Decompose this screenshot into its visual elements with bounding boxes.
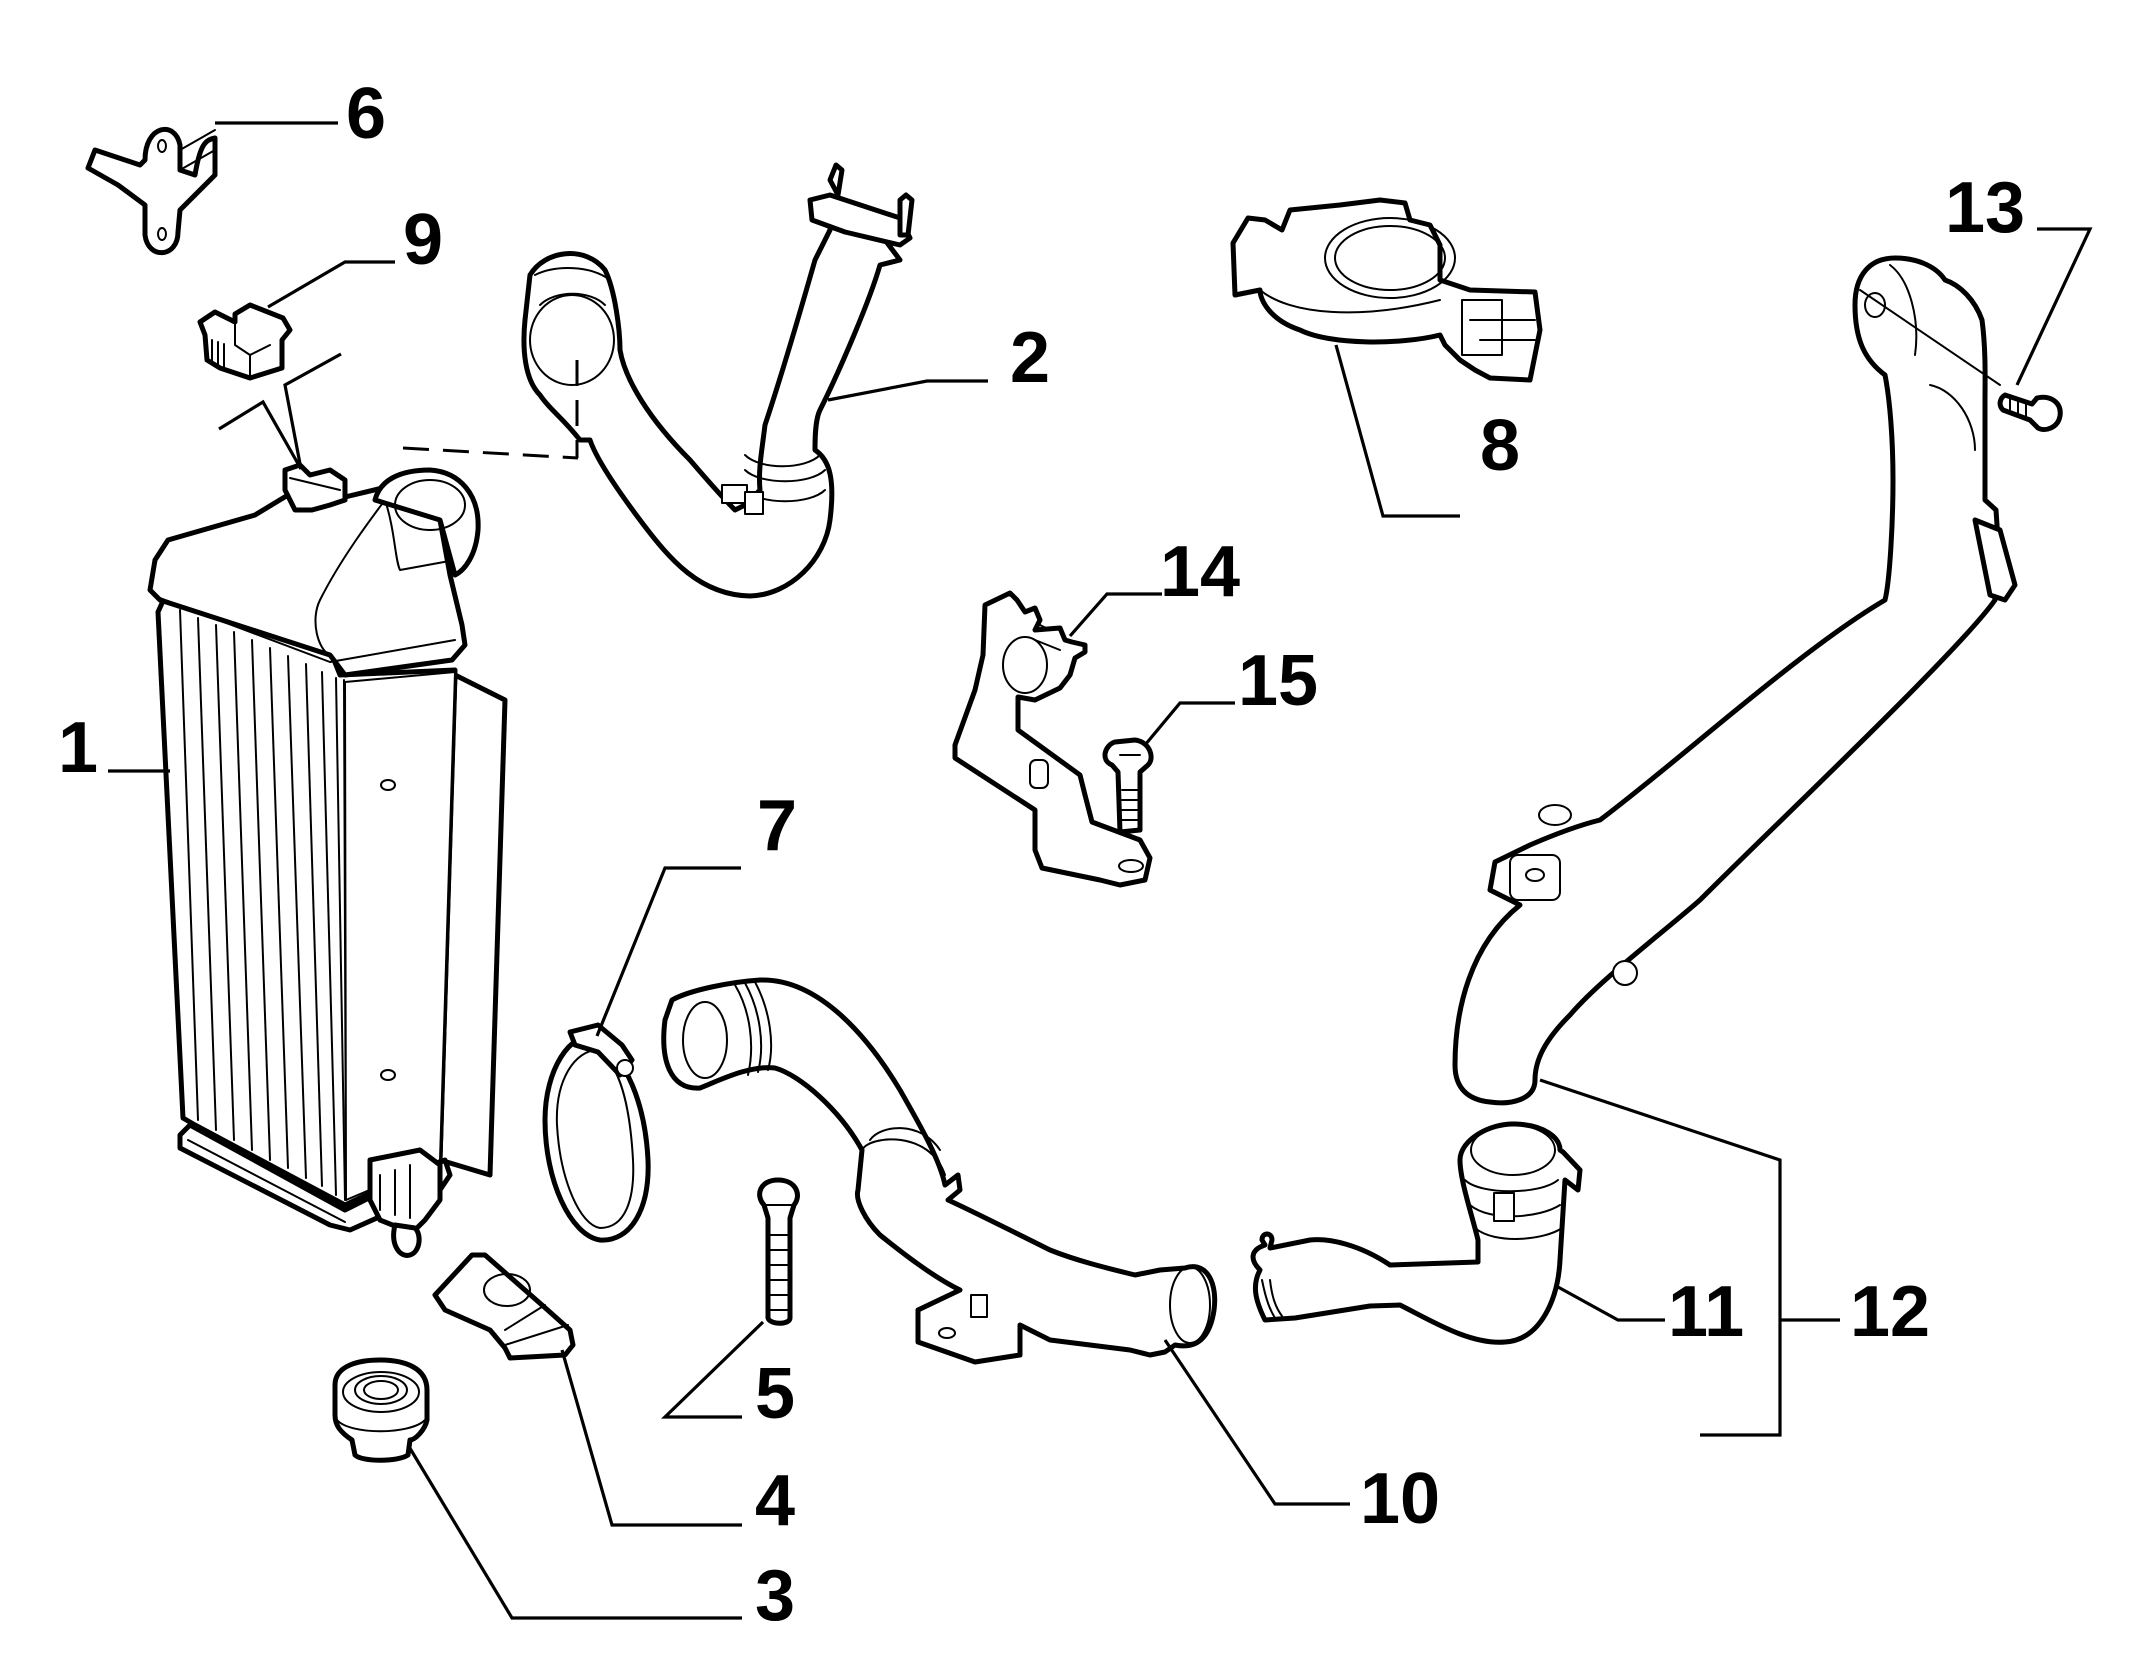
sensor xyxy=(85,126,218,256)
leader-3 xyxy=(406,1444,742,1620)
hose-clamp xyxy=(542,1022,651,1243)
flange-bolt-13 xyxy=(1997,392,2063,432)
callout-labels: 1 2 3 4 5 6 7 8 9 10 11 12 13 14 15 xyxy=(58,74,2025,1636)
callout-13: 13 xyxy=(1945,168,2025,248)
leader-lines xyxy=(108,121,2093,1620)
callout-1: 1 xyxy=(58,708,98,788)
callout-2: 2 xyxy=(1010,318,1050,398)
long-bolt xyxy=(757,1177,800,1326)
leader-2 xyxy=(827,379,988,402)
callout-14: 14 xyxy=(1160,532,1240,612)
flange-bolt-15 xyxy=(1102,737,1154,835)
alignment-lines xyxy=(402,360,579,460)
callout-4: 4 xyxy=(755,1461,795,1541)
callout-7: 7 xyxy=(757,786,797,866)
callout-3: 3 xyxy=(755,1556,795,1636)
connector-clip xyxy=(197,302,293,381)
elbow-hose xyxy=(1250,1121,1583,1345)
intercooler xyxy=(147,462,508,1258)
leader-8 xyxy=(1334,344,1460,518)
leader-9 xyxy=(267,260,395,309)
callout-10: 10 xyxy=(1360,1459,1440,1539)
leader-11 xyxy=(1557,1285,1665,1322)
callout-8: 8 xyxy=(1480,406,1520,486)
leader-14 xyxy=(1068,592,1162,638)
leader-13 xyxy=(2015,227,2093,386)
leader-10 xyxy=(1163,1339,1350,1506)
leader-4 xyxy=(560,1349,742,1527)
lower-pipe xyxy=(661,977,1218,1365)
callout-9: 9 xyxy=(403,200,443,280)
callout-11: 11 xyxy=(1668,1272,1744,1352)
callout-5: 5 xyxy=(755,1354,795,1434)
pipe-support-bracket xyxy=(952,590,1153,888)
long-pipe-assembly xyxy=(1452,255,2018,1106)
callout-12: 12 xyxy=(1850,1272,1930,1352)
upper-hose xyxy=(521,162,915,599)
rubber-grommet xyxy=(332,1357,430,1463)
pipe-clip-bracket xyxy=(1230,197,1543,383)
lower-bracket xyxy=(432,1252,576,1361)
leader-15 xyxy=(1143,701,1235,747)
leader-5 xyxy=(661,1320,765,1419)
leader-7 xyxy=(595,866,741,1037)
clip-indicator-lines xyxy=(218,352,342,470)
callout-6: 6 xyxy=(346,74,386,154)
leader-12 xyxy=(1539,1078,1840,1437)
callout-15: 15 xyxy=(1238,641,1318,721)
